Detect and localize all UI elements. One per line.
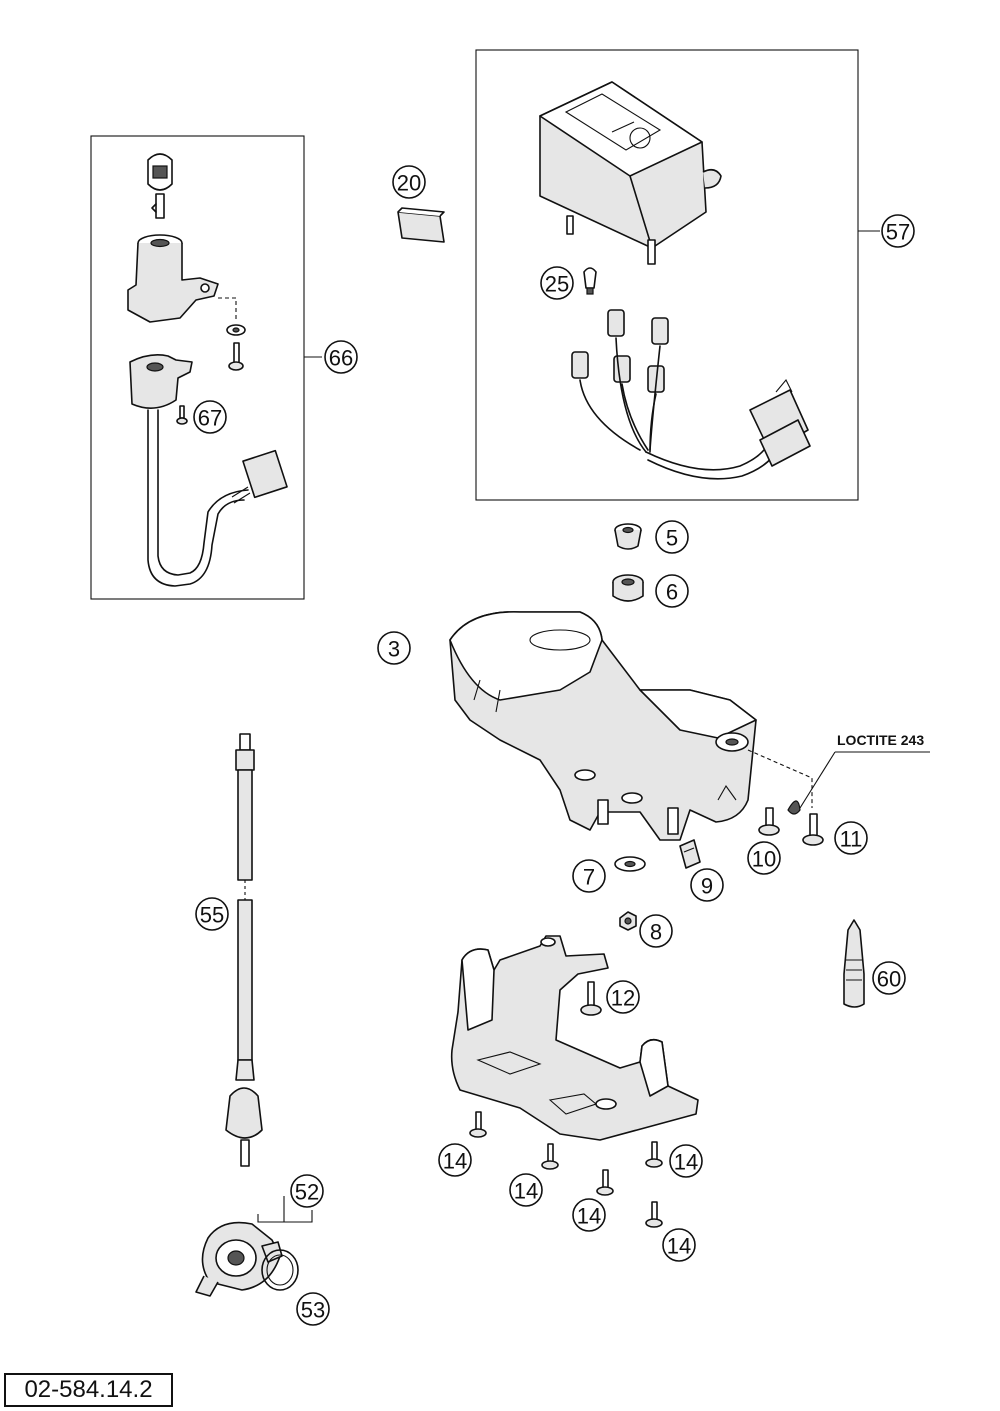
speedometer-icon — [539, 81, 722, 265]
svg-text:7: 7 — [583, 865, 595, 890]
svg-text:5: 5 — [666, 526, 678, 551]
clip — [679, 839, 701, 869]
callout-11: 11 — [834, 821, 868, 855]
document-number: 02-584.14.2 — [4, 1373, 173, 1407]
speedometer-group — [475, 49, 880, 501]
screw-icon — [645, 1201, 663, 1228]
callout-14b: 14 — [509, 1173, 543, 1207]
svg-text:20: 20 — [397, 171, 421, 196]
callout-14a: 14 — [438, 1143, 472, 1177]
svg-text:12: 12 — [611, 986, 635, 1011]
svg-text:14: 14 — [674, 1150, 698, 1175]
callout-57: 57 — [881, 214, 915, 248]
callout-6: 6 — [655, 574, 689, 608]
callout-55: 55 — [195, 897, 229, 931]
screw-icon — [469, 1111, 487, 1138]
ignition-key-icon — [147, 153, 173, 219]
loctite-label: LOCTITE 243 — [837, 732, 924, 748]
callout-5: 5 — [655, 520, 689, 554]
nut — [619, 911, 637, 931]
svg-text:66: 66 — [329, 346, 353, 371]
svg-text:14: 14 — [577, 1204, 601, 1229]
lower-bracket — [450, 935, 699, 1141]
svg-text:57: 57 — [886, 220, 910, 245]
svg-text:14: 14 — [443, 1149, 467, 1174]
ignition-lock-group — [90, 135, 322, 600]
washer — [614, 856, 646, 872]
screw-icon — [541, 1143, 559, 1170]
grommet-top — [614, 523, 642, 550]
svg-text:53: 53 — [301, 1298, 325, 1323]
svg-text:14: 14 — [514, 1179, 538, 1204]
washer-and-screw — [218, 297, 246, 336]
screw-icon — [802, 813, 824, 846]
svg-text:52: 52 — [295, 1180, 319, 1205]
screw-icon — [758, 807, 780, 836]
svg-text:10: 10 — [752, 847, 776, 872]
instrument-bracket — [449, 611, 757, 841]
svg-text:25: 25 — [545, 272, 569, 297]
loctite-tube — [843, 919, 865, 1008]
cable-icon — [225, 733, 263, 1167]
svg-text:6: 6 — [666, 580, 678, 605]
screw-icon — [176, 405, 188, 425]
svg-text:60: 60 — [877, 967, 901, 992]
svg-text:14: 14 — [667, 1234, 691, 1259]
loctite-note: LOCTITE 243 — [747, 732, 930, 815]
callout-67: 67 — [193, 400, 227, 434]
retaining-ring — [261, 1249, 299, 1291]
svg-text:67: 67 — [198, 406, 222, 431]
callout-9: 9 — [690, 868, 724, 902]
callout-10: 10 — [747, 841, 781, 875]
svg-text:3: 3 — [388, 637, 400, 662]
callout-52: 52 — [290, 1174, 324, 1208]
svg-text:55: 55 — [200, 903, 224, 928]
callout-60: 60 — [872, 961, 906, 995]
callout-20: 20 — [392, 165, 426, 199]
screw-icon — [596, 1169, 614, 1196]
screw-icon — [580, 981, 602, 1016]
callout-53: 53 — [296, 1292, 330, 1326]
rubber-pad — [397, 207, 445, 243]
lock-housing — [127, 234, 219, 323]
callout-25: 25 — [540, 266, 574, 300]
callout-66: 66 — [324, 340, 358, 374]
svg-text:9: 9 — [701, 874, 713, 899]
svg-text:8: 8 — [650, 920, 662, 945]
callout-7: 7 — [572, 859, 606, 893]
callout-8: 8 — [639, 914, 673, 948]
screw-icon — [228, 342, 244, 371]
callout-3: 3 — [377, 631, 411, 665]
callout-14e: 14 — [662, 1228, 696, 1262]
grommet-bottom — [612, 574, 644, 602]
callout-12: 12 — [606, 980, 640, 1014]
bulb — [583, 267, 597, 295]
wiring-harness — [571, 309, 811, 480]
screw-icon — [645, 1141, 663, 1168]
ignition-switch — [129, 354, 288, 587]
callout-14d: 14 — [669, 1144, 703, 1178]
svg-text:11: 11 — [840, 827, 863, 852]
callout-14c: 14 — [572, 1198, 606, 1232]
